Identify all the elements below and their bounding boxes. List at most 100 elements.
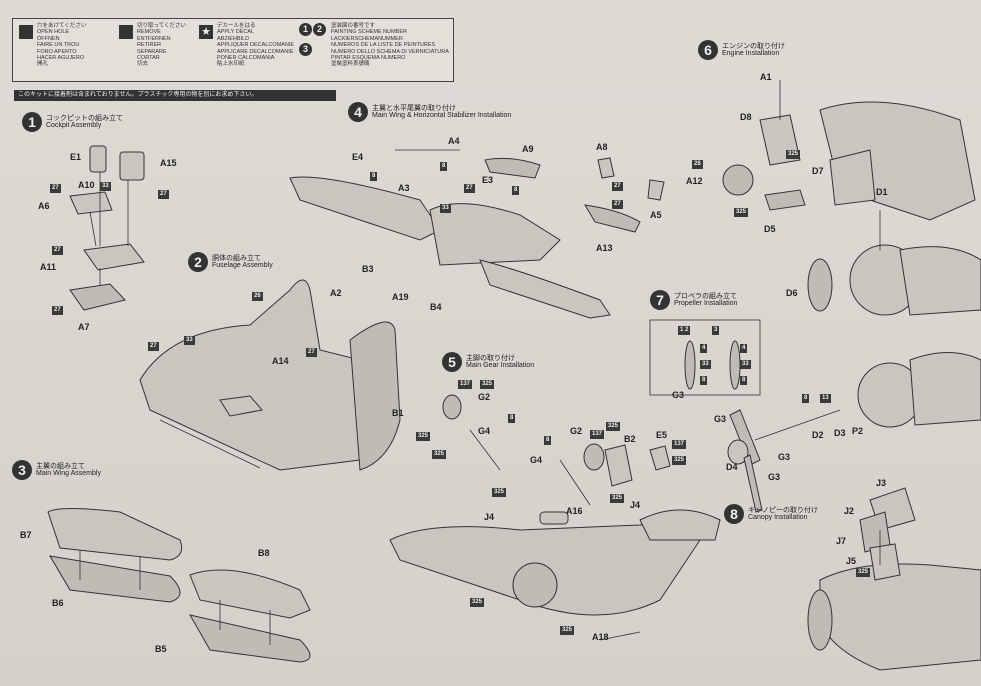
legend-remove: 切り取ってください REMOVE ENTFERNEN RETIRER SEPAR… bbox=[137, 23, 187, 68]
legend-decal: デカールをはる APPLY DECAL ABZIEHBILD APPLIQUER… bbox=[217, 23, 295, 68]
paint-tag: 325 bbox=[416, 432, 431, 441]
step-title-jp: キャノピーの取り付け bbox=[748, 507, 818, 514]
part-label: B4 bbox=[430, 302, 442, 312]
part-label: D5 bbox=[764, 224, 776, 234]
part-label: G3 bbox=[672, 390, 685, 400]
part-label: B5 bbox=[155, 644, 167, 654]
part-label: A3 bbox=[398, 183, 410, 193]
step-title-en: Main Wing & Horizontal Stabilizer Instal… bbox=[372, 112, 512, 119]
paint-tag: 27 bbox=[612, 182, 623, 191]
step-title-jp: 胴体の組み立て bbox=[212, 255, 261, 262]
paint-tag: 13 bbox=[820, 394, 831, 403]
part-label: B3 bbox=[362, 264, 374, 274]
part-label: P2 bbox=[852, 426, 864, 436]
part-label: A13 bbox=[596, 243, 613, 253]
part-label: A7 bbox=[78, 322, 90, 332]
part-label: B7 bbox=[20, 530, 32, 540]
part-label: A10 bbox=[78, 180, 95, 190]
paint-tag: 325 bbox=[432, 450, 447, 459]
scheme-badge-1: 1 bbox=[299, 23, 312, 36]
part-label: D2 bbox=[812, 430, 824, 440]
propeller-drawing bbox=[649, 319, 981, 513]
part-label: D8 bbox=[740, 112, 752, 122]
step-number: 7 bbox=[650, 290, 670, 310]
paint-tag: 325 bbox=[480, 380, 495, 389]
part-label: A19 bbox=[392, 292, 409, 302]
part-label: J3 bbox=[876, 478, 887, 488]
engine-drawing bbox=[722, 80, 981, 316]
step-title-jp: エンジンの取り付け bbox=[722, 43, 785, 50]
step-number: 2 bbox=[188, 252, 208, 272]
paint-tag: 27 bbox=[158, 190, 169, 199]
paint-tag: 325 bbox=[786, 150, 801, 159]
main-gear-drawing bbox=[389, 394, 721, 641]
paint-tag: 27 bbox=[148, 342, 159, 351]
paint-tag: 325 bbox=[606, 422, 621, 431]
canopy-drawing bbox=[807, 487, 981, 671]
cockpit-drawing bbox=[69, 145, 145, 311]
paint-tag: 33 bbox=[440, 204, 451, 213]
part-label: E1 bbox=[70, 152, 82, 162]
paint-tag: 28 bbox=[692, 160, 703, 169]
paint-tag: 4 bbox=[740, 344, 748, 353]
fuselage-drawing bbox=[139, 279, 401, 471]
part-label: A5 bbox=[650, 210, 662, 220]
step-title-en: Propeller Installation bbox=[674, 300, 738, 307]
part-label: A9 bbox=[522, 144, 534, 154]
step-number: 1 bbox=[22, 112, 42, 132]
part-label: A18 bbox=[592, 632, 609, 642]
paint-tag: 27 bbox=[306, 348, 317, 357]
paint-tag: 325 bbox=[492, 488, 507, 497]
part-label: D4 bbox=[726, 462, 738, 472]
part-label: J2 bbox=[844, 506, 855, 516]
step-title-jp: 主翼の組み立て bbox=[36, 463, 85, 470]
paint-tag: 137 bbox=[672, 440, 687, 449]
part-label: A16 bbox=[566, 506, 583, 516]
step-number: 8 bbox=[724, 504, 744, 524]
paint-tag: 33 bbox=[100, 182, 111, 191]
part-label: A11 bbox=[40, 262, 57, 272]
part-label: A6 bbox=[38, 201, 50, 211]
step-title-en: Main Wing Assembly bbox=[36, 470, 101, 477]
part-label: D6 bbox=[786, 288, 798, 298]
part-label: D3 bbox=[834, 428, 846, 438]
paint-tag: 26 bbox=[252, 292, 263, 301]
step-number: 5 bbox=[442, 352, 462, 372]
part-label: G2 bbox=[570, 426, 583, 436]
step-title-en: Main Gear Installation bbox=[466, 362, 535, 369]
paint-tag: 8 bbox=[440, 162, 448, 171]
part-label: J7 bbox=[836, 536, 847, 546]
paint-tag: 137 bbox=[458, 380, 473, 389]
paint-tag: 27 bbox=[52, 306, 63, 315]
paint-tag: 8 bbox=[544, 436, 552, 445]
step-title-en: Cockpit Assembly bbox=[46, 122, 102, 129]
part-label: J5 bbox=[846, 556, 857, 566]
part-label: A1 bbox=[760, 72, 772, 82]
part-label: G3 bbox=[768, 472, 781, 482]
part-label: B6 bbox=[52, 598, 64, 608]
paint-tag: 8 bbox=[802, 394, 810, 403]
paint-tag: 325 bbox=[470, 598, 485, 607]
part-label: A14 bbox=[272, 356, 289, 366]
paint-tag: 8 bbox=[700, 376, 708, 385]
adhesive-notice: このキットに接着剤は含まれておりません。プラスチック専用の物を別にお求め下さい。 bbox=[14, 90, 336, 101]
part-label: G2 bbox=[478, 392, 491, 402]
part-label: B8 bbox=[258, 548, 270, 558]
step-title-jp: プロペラの組み立て bbox=[674, 293, 737, 300]
part-label: A4 bbox=[448, 136, 460, 146]
main-wing-drawing bbox=[47, 508, 311, 663]
step-number: 6 bbox=[698, 40, 718, 60]
part-label: A15 bbox=[160, 158, 177, 168]
paint-tag: 325 bbox=[560, 626, 575, 635]
open-hole-icon bbox=[19, 25, 33, 39]
legend-open-hole: 穴をあけてください OPEN HOLE ÖFFNEN FAIRE UN TROU… bbox=[37, 23, 87, 68]
paint-tag: 27 bbox=[52, 246, 63, 255]
symbol-legend: 穴をあけてください OPEN HOLE ÖFFNEN FAIRE UN TROU… bbox=[12, 18, 454, 82]
paint-tag: 33 bbox=[184, 336, 195, 345]
step-title-en: Fuselage Assembly bbox=[212, 262, 273, 269]
part-label: E5 bbox=[656, 430, 668, 440]
paint-tag: 137 bbox=[590, 430, 605, 439]
wing-stabilizer-drawing bbox=[289, 149, 665, 319]
paint-tag: 27 bbox=[50, 184, 61, 193]
